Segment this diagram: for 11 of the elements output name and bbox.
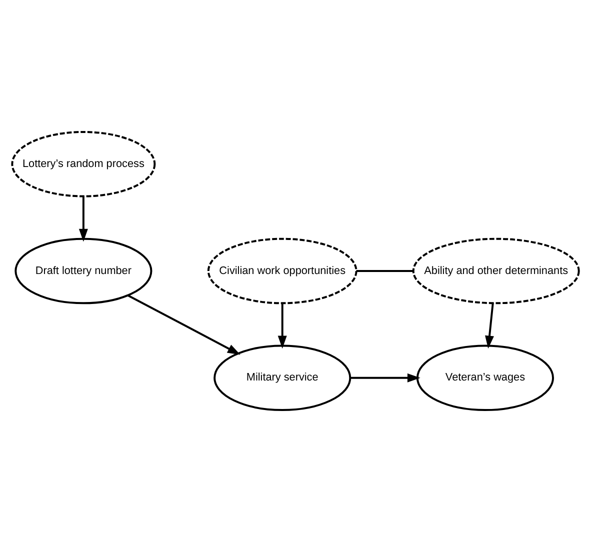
node-ellipse: Lottery’s random process	[11, 130, 156, 197]
node-ellipse: Ability and other determinants	[412, 237, 580, 304]
arrow	[278, 302, 287, 348]
node-ellipse: Draft lottery number	[14, 237, 152, 304]
node-ellipse: Veteran’s wages	[416, 344, 554, 411]
connector	[356, 270, 414, 272]
arrow	[485, 302, 494, 348]
arrow	[127, 294, 240, 354]
node-ellipse: Civilian work opportunities	[207, 237, 358, 304]
arrow	[78, 196, 88, 242]
arrow	[350, 372, 420, 382]
